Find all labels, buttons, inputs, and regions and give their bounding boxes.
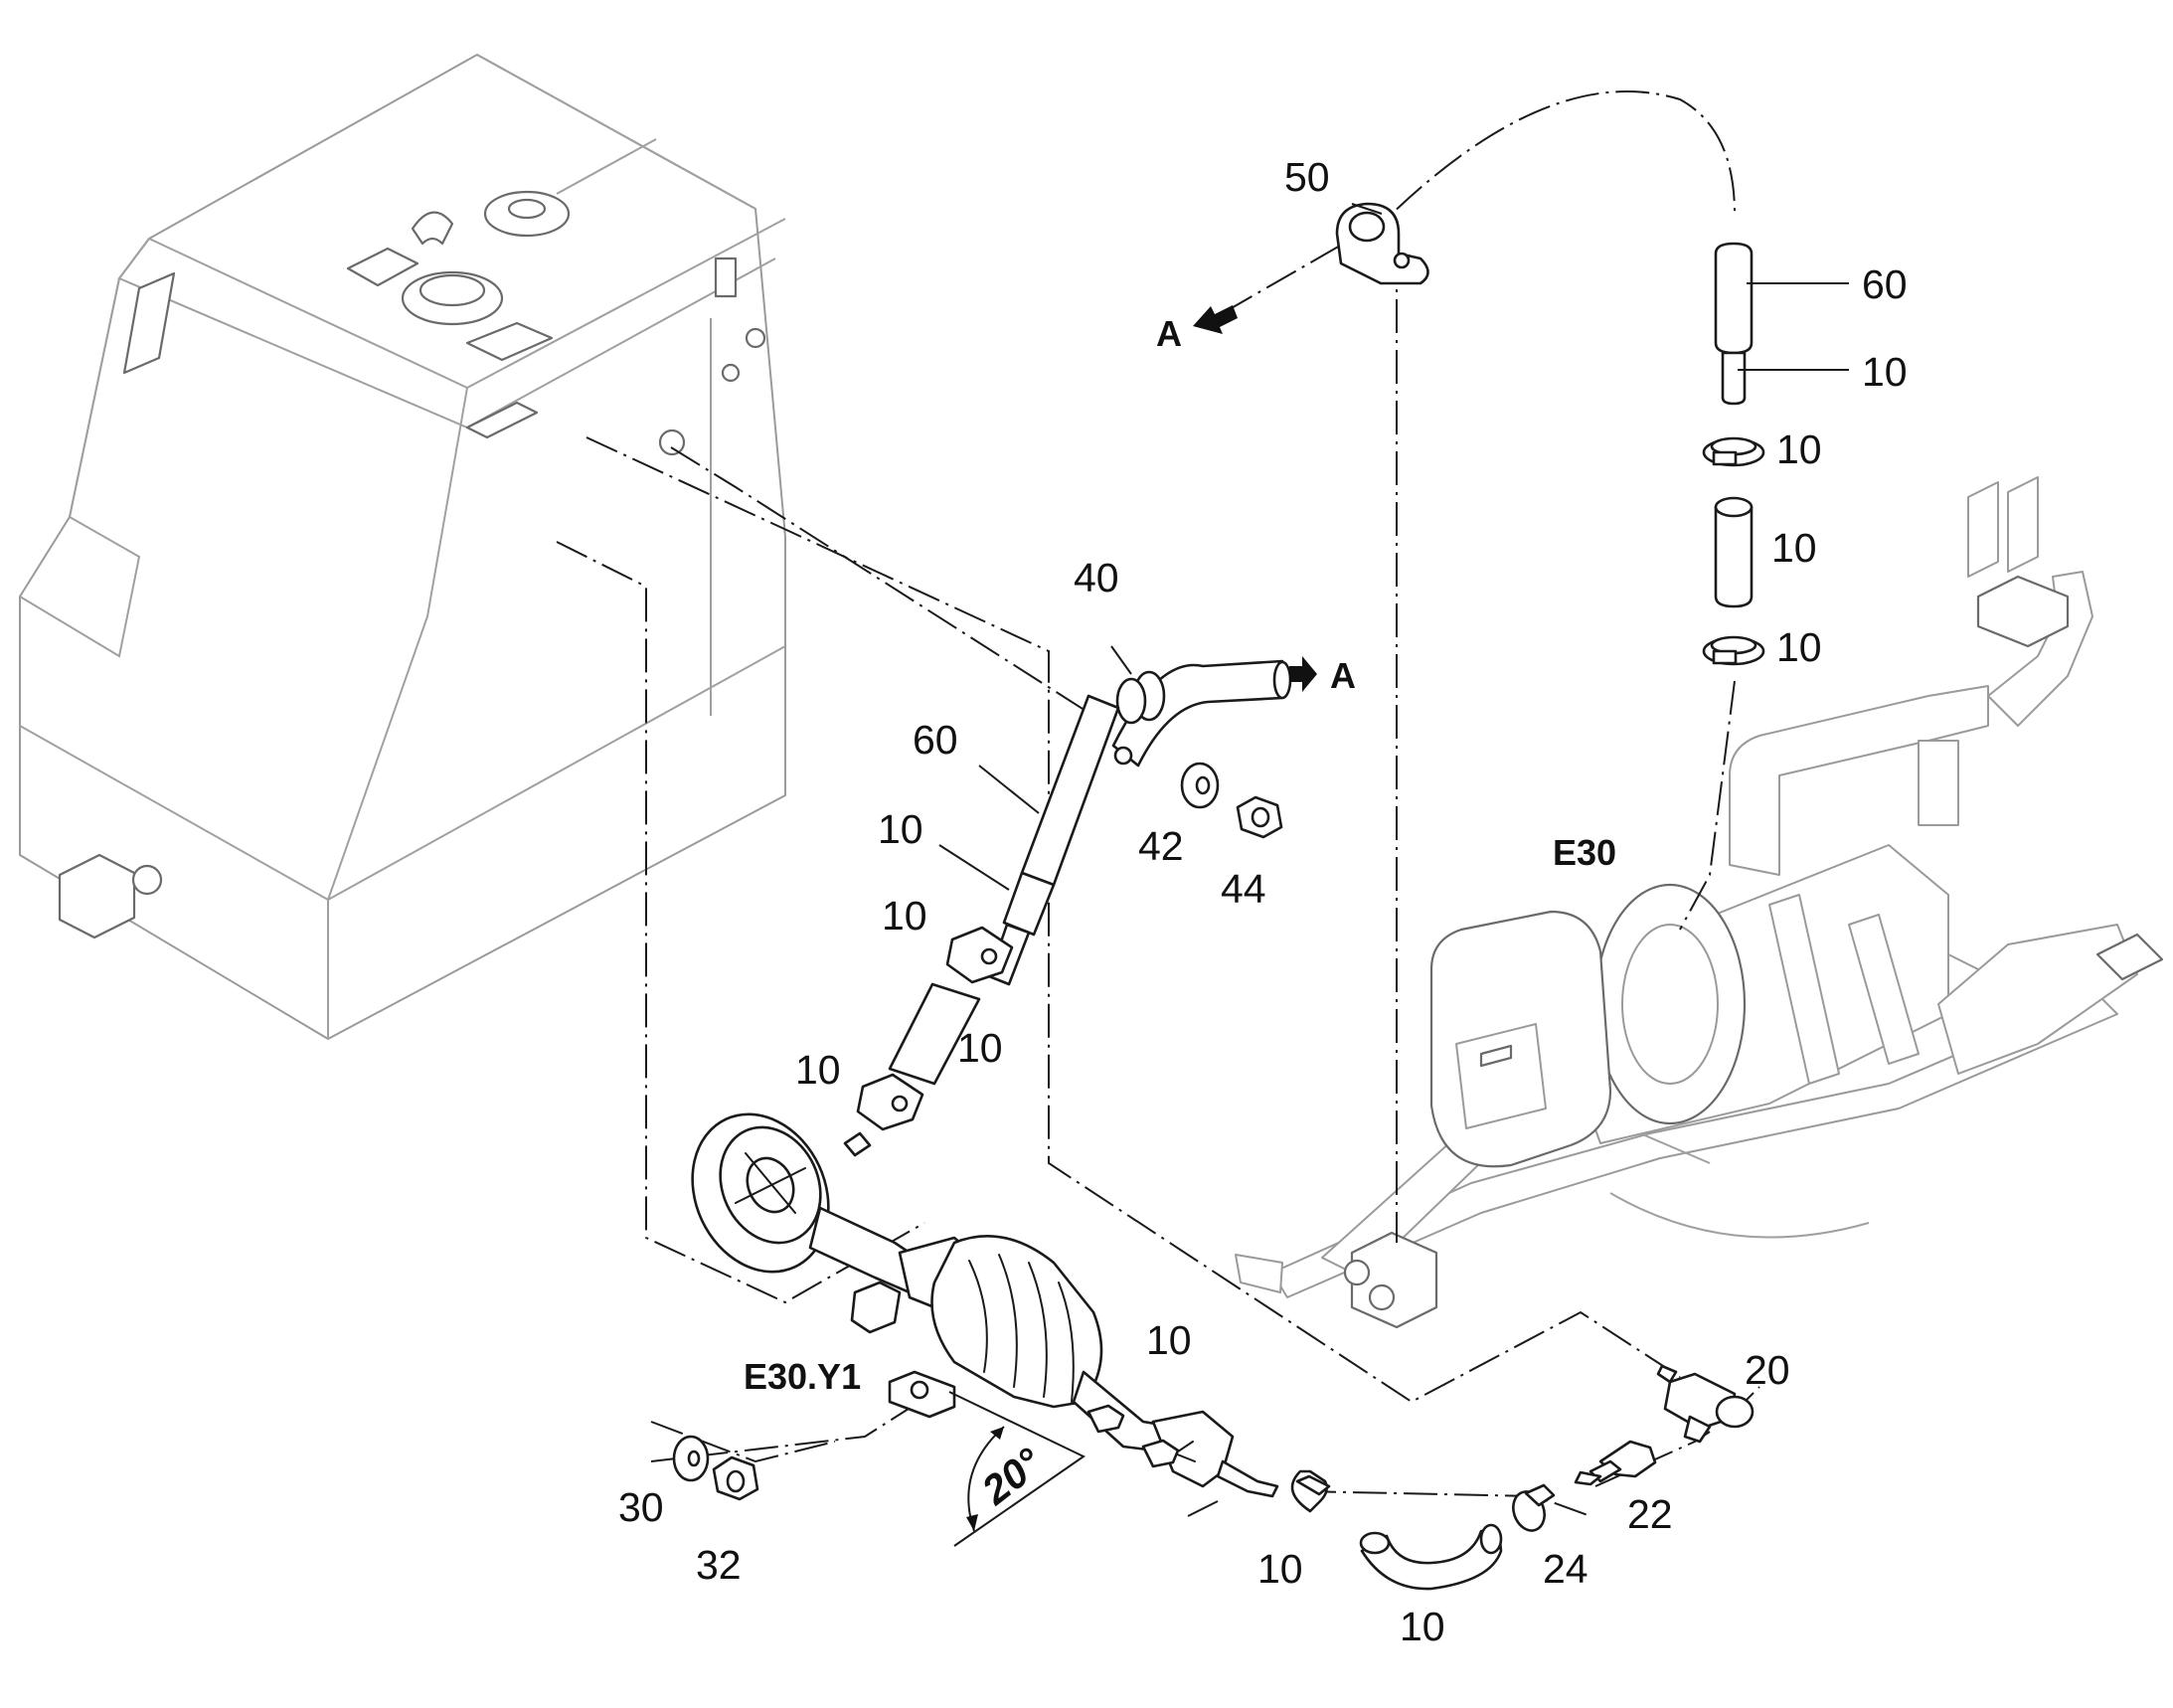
arrow-a-right: A: [1289, 655, 1356, 696]
pump-flange: [691, 1112, 872, 1274]
angle-marker: [948, 1391, 1086, 1547]
hose-10-lower: [1359, 1523, 1503, 1591]
hose-60-mid: [987, 694, 1120, 986]
lower-fuel-line: [1290, 1364, 1755, 1591]
callout-60-mid: 60: [913, 717, 958, 763]
hose-sleeve-top: [1714, 496, 1754, 608]
heater-label: E30: [1553, 832, 1616, 873]
hose-sleeve-mid: [888, 982, 981, 1086]
arrow-a-left-label: A: [1156, 313, 1182, 354]
arrow-a-left: A: [1156, 305, 1238, 354]
callout-22: 22: [1627, 1491, 1673, 1537]
fuel-tank: [19, 54, 786, 1040]
nut-44: [1236, 795, 1283, 839]
callout-10-mid-a: 10: [878, 806, 923, 852]
callout-42: 42: [1138, 823, 1184, 869]
tee-20: [1656, 1364, 1755, 1444]
callout-10-clip: 10: [1257, 1546, 1303, 1592]
callout-20: 20: [1745, 1347, 1790, 1393]
callout-30: 30: [618, 1484, 664, 1530]
upper-hose-parts: [1335, 202, 1765, 666]
clamp-24: [1512, 1483, 1556, 1532]
hose-60-top: [1714, 242, 1754, 406]
callout-32: 32: [696, 1542, 742, 1588]
callout-labels: 50 60 10 10 10 10 40 60 10 10 10 10 42 4…: [618, 154, 1908, 1649]
pump-body: [930, 1235, 1103, 1409]
callout-44: 44: [1221, 866, 1266, 912]
arrow-a-right-label: A: [1330, 655, 1356, 696]
callout-10-pump: 10: [1146, 1317, 1192, 1363]
clamp-50: [1335, 202, 1429, 285]
callout-10-mid-b: 10: [882, 893, 927, 939]
hose-clamp-mid-2: [856, 1073, 924, 1131]
nipple-22: [1574, 1440, 1657, 1486]
callout-60-top: 60: [1862, 261, 1908, 307]
callout-10-top-a: 10: [1862, 349, 1908, 395]
callout-10-top-b: 10: [1776, 427, 1822, 472]
washer-42: [1180, 762, 1220, 809]
metering-pump: [672, 1112, 1279, 1547]
component-labels: E30 E30.Y1 20°: [744, 832, 1616, 1514]
callout-10-top-d: 10: [1776, 624, 1822, 670]
callout-10-hose: 10: [1400, 1604, 1445, 1649]
hose-40: [1111, 659, 1292, 768]
pump-bracket: [850, 1281, 1180, 1468]
hose-clamp-mid-1: [945, 926, 1014, 984]
leader-lines: [938, 203, 1849, 891]
callout-10-mid-d: 10: [795, 1047, 841, 1093]
washer-30: [672, 1435, 710, 1482]
heater-assembly: [1235, 476, 2164, 1329]
nut-32: [712, 1455, 759, 1501]
callout-10-mid-c: 10: [957, 1025, 1003, 1071]
middle-hose-parts: [856, 659, 1292, 1131]
pump-label: E30.Y1: [744, 1356, 861, 1397]
clip-10-lower: [1290, 1469, 1331, 1513]
callout-10-top-c: 10: [1771, 525, 1817, 571]
callout-24: 24: [1543, 1546, 1588, 1592]
hose-clamp-lower: [1702, 635, 1765, 666]
callout-40: 40: [1074, 555, 1119, 600]
callout-50: 50: [1284, 154, 1330, 200]
hose-clamp-top: [1702, 436, 1765, 467]
